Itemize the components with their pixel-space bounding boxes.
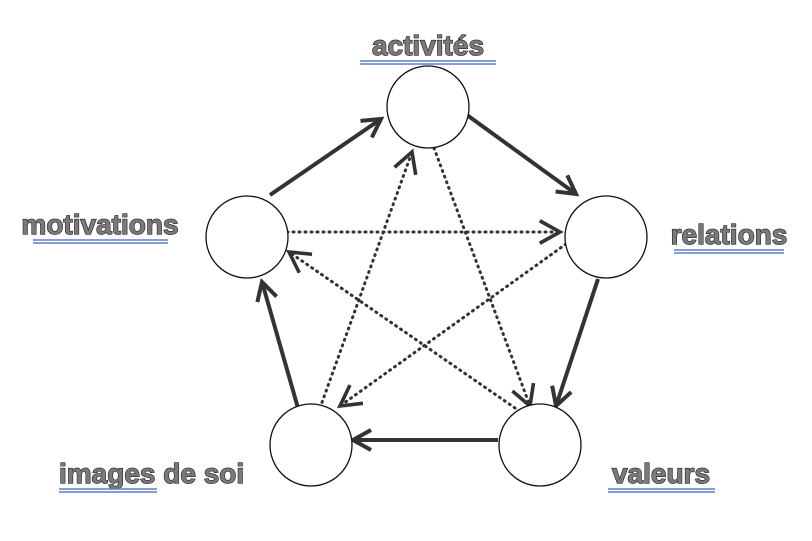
edge-activites-to-relations: [465, 113, 576, 194]
node-valeurs: [498, 403, 582, 487]
label-relations: relations: [671, 219, 788, 250]
edge-relations-to-valeurs: [556, 278, 600, 406]
label-images-part1: images: [59, 458, 156, 489]
label-motivations: motivations: [21, 209, 178, 240]
node-relations: [564, 195, 648, 279]
edge-activites-to-valeurs: [432, 146, 536, 410]
label-activites: activités: [372, 30, 484, 61]
label-valeurs: valeurs: [612, 458, 710, 489]
edge-valeurs-to-motivations: [285, 249, 517, 410]
edge-images-to-motivations: [262, 282, 300, 409]
node-activites: [386, 65, 470, 149]
edge-motivations-to-activites: [268, 119, 381, 197]
edge-images-to-activites: [318, 148, 418, 410]
node-motivations: [205, 195, 289, 279]
label-images-de-soi: images de soi: [59, 458, 244, 489]
node-images: [269, 403, 353, 487]
label-images-part2: de soi: [163, 458, 244, 489]
edge-relations-to-images: [336, 242, 568, 409]
